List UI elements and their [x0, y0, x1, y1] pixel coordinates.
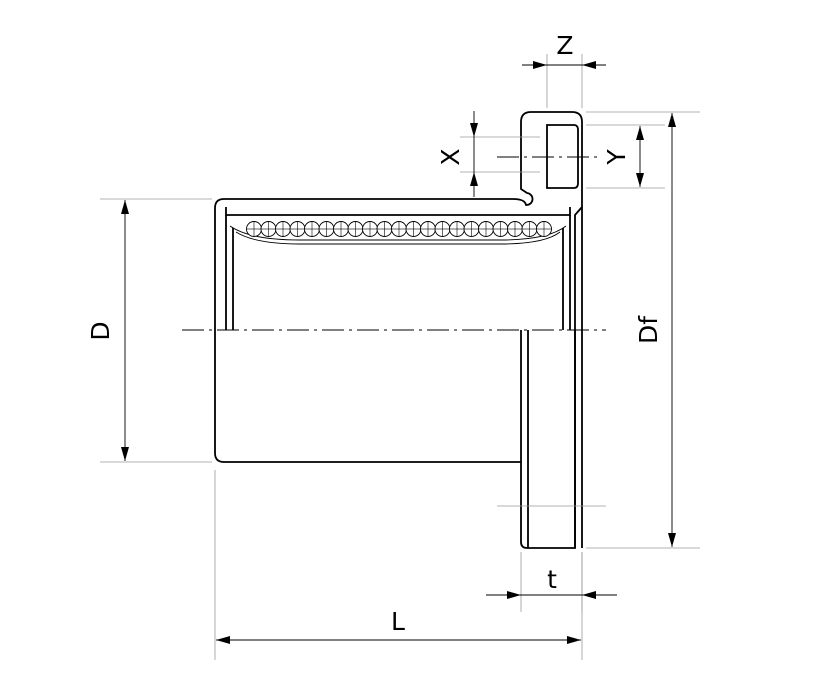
ball-track	[229, 225, 567, 241]
dim-y-label: Y	[602, 149, 631, 166]
dim-d-label: D	[86, 321, 115, 340]
sleeve-outline	[214, 111, 583, 549]
dim-t-label: t	[547, 565, 557, 594]
dim-z-label: Z	[556, 31, 573, 60]
dimension-lines	[121, 61, 676, 644]
extension-lines	[100, 54, 700, 660]
dim-x-label: X	[436, 148, 465, 165]
retaining-groove	[546, 124, 579, 189]
dim-l-label: L	[391, 607, 405, 636]
retainer-top-edge	[225, 207, 571, 216]
dim-df-label: Df	[634, 315, 663, 344]
ball-track-inner	[235, 231, 561, 245]
bushing-body	[214, 111, 583, 549]
ball-row	[246, 221, 552, 237]
